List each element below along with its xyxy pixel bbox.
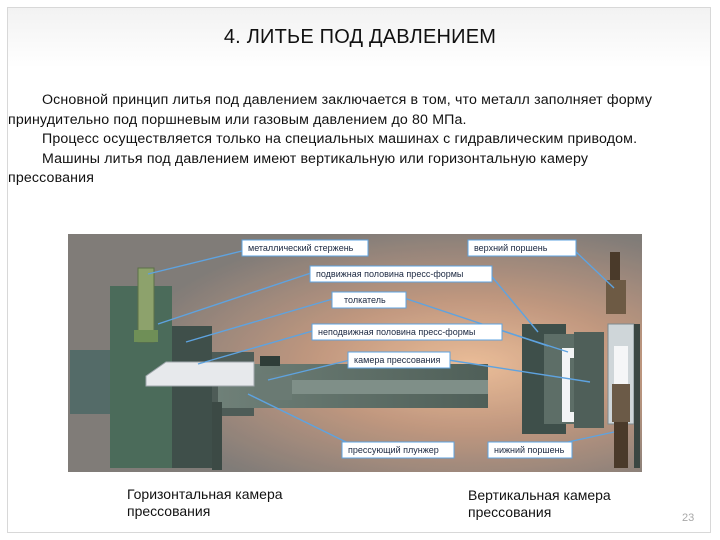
plunger-rod xyxy=(254,380,488,394)
vertical-frame-right xyxy=(634,324,640,468)
lower-piston-head xyxy=(612,384,630,422)
horizontal-machine xyxy=(70,267,488,470)
pouring-opening xyxy=(260,356,280,366)
label-fixed-half: неподвижная половина пресс-формы xyxy=(318,327,475,337)
left-body xyxy=(70,350,110,414)
caption-vertical: Вертикальная камера прессования xyxy=(468,487,611,520)
lower-piston-rod xyxy=(614,422,628,468)
label-lower-piston: нижний поршень xyxy=(494,445,565,455)
label-upper-piston: верхний поршень xyxy=(474,243,548,253)
paragraph-machines: Машины литья под давлением имеют вертика… xyxy=(8,150,589,187)
metal-in-chamber xyxy=(145,361,255,387)
paragraph-process: Процесс осуществляется только на специал… xyxy=(42,131,638,148)
slide-header-band xyxy=(8,8,710,68)
die-casting-diagram: металлический стержень верхний поршень п… xyxy=(68,234,642,472)
upper-piston-rod xyxy=(610,252,620,282)
vertical-chamber-metal xyxy=(614,346,628,386)
label-ejector: толкатель xyxy=(344,295,386,305)
page-number: 23 xyxy=(682,512,695,524)
slide-frame xyxy=(7,7,711,533)
lower-base xyxy=(212,402,222,470)
plunger-head xyxy=(254,374,292,400)
label-press-plunger: прессующий плунжер xyxy=(348,445,439,455)
upper-piston-head xyxy=(606,280,626,314)
paragraph-principle: Основной принцип литья под давлением зак… xyxy=(8,92,653,128)
diagram-callouts: металлический стержень верхний поршень п… xyxy=(147,239,615,459)
label-metal-rod: металлический стержень xyxy=(248,243,354,253)
slide-title: 4. ЛИТЬЕ ПОД ДАВЛЕНИЕМ xyxy=(223,26,497,48)
slide-body: Основной принцип литья под давлением зак… xyxy=(8,91,668,189)
fixed-die-block xyxy=(172,326,212,468)
label-movable-half: подвижная половина пресс-формы xyxy=(316,269,463,279)
caption-horizontal: Горизонтальная камера прессования xyxy=(127,486,283,519)
cavity xyxy=(562,348,578,422)
label-press-chamber: камера прессования xyxy=(354,355,441,365)
